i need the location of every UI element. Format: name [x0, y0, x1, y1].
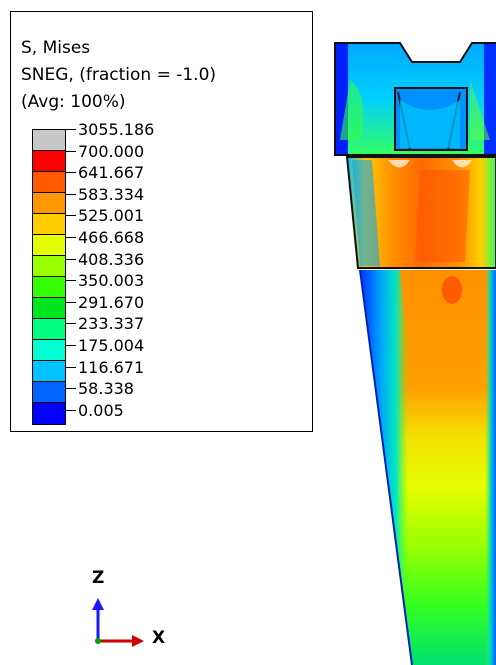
scale-tick-mark	[66, 215, 76, 217]
collar-region	[345, 156, 496, 269]
scale-tick-label: 408.336	[78, 249, 145, 269]
scale-tick-mark	[66, 172, 76, 174]
scale-tick-label: 350.003	[78, 271, 145, 291]
scale-tick-label: 0.005	[78, 400, 124, 420]
color-swatch	[33, 214, 65, 235]
z-axis-label: Z	[92, 568, 105, 588]
scale-tick-mark	[66, 258, 76, 260]
scale-tick-mark	[66, 323, 76, 325]
scale-tick-label: 466.668	[78, 228, 145, 247]
color-swatch	[33, 172, 65, 193]
scale-tick-label: 525.001	[78, 206, 145, 226]
legend-title-sneg: SNEG, (fraction = -1.0)	[21, 65, 217, 85]
scale-tick-mark	[66, 409, 76, 411]
scale-tick-label: 116.671	[78, 357, 145, 377]
scale-tick-mark	[66, 150, 76, 152]
x-axis-label: X	[152, 628, 166, 648]
color-swatch	[33, 319, 65, 340]
color-swatch	[33, 403, 65, 424]
scale-tick-mark	[66, 237, 76, 238]
scale-tick-mark	[66, 388, 76, 390]
scale-tick-mark	[66, 129, 76, 130]
scale-tick-label: 3055.186	[78, 120, 155, 139]
scale-tick-mark	[66, 366, 76, 368]
head-region	[334, 42, 496, 156]
legend-title-variable: S, Mises	[21, 38, 91, 58]
scale-tick-label: 641.667	[78, 163, 145, 183]
scale-tick-label: 583.334	[78, 184, 145, 204]
color-swatch	[33, 277, 65, 298]
color-swatch	[33, 340, 65, 361]
color-scale-bar	[32, 129, 66, 425]
scale-tick-mark	[66, 193, 76, 195]
color-swatch	[33, 298, 65, 319]
scale-tick-label: 233.337	[78, 314, 145, 334]
scale-tick-label: 58.338	[78, 379, 134, 399]
scale-tick-label: 291.670	[78, 292, 145, 312]
color-swatch	[33, 193, 65, 214]
scale-tick-mark	[66, 280, 76, 282]
color-swatch	[33, 130, 65, 151]
color-swatch	[33, 151, 65, 172]
scale-tick-label: 700.000	[78, 141, 145, 161]
color-swatch	[33, 382, 65, 403]
scale-tick-label: 175.004	[78, 336, 145, 355]
legend-title-avg: (Avg: 100%)	[21, 92, 126, 112]
color-swatch	[33, 256, 65, 277]
scale-tick-mark	[66, 345, 76, 346]
color-swatch	[33, 361, 65, 382]
color-swatch	[33, 235, 65, 256]
shaft-region	[359, 269, 496, 665]
scale-tick-mark	[66, 301, 76, 303]
